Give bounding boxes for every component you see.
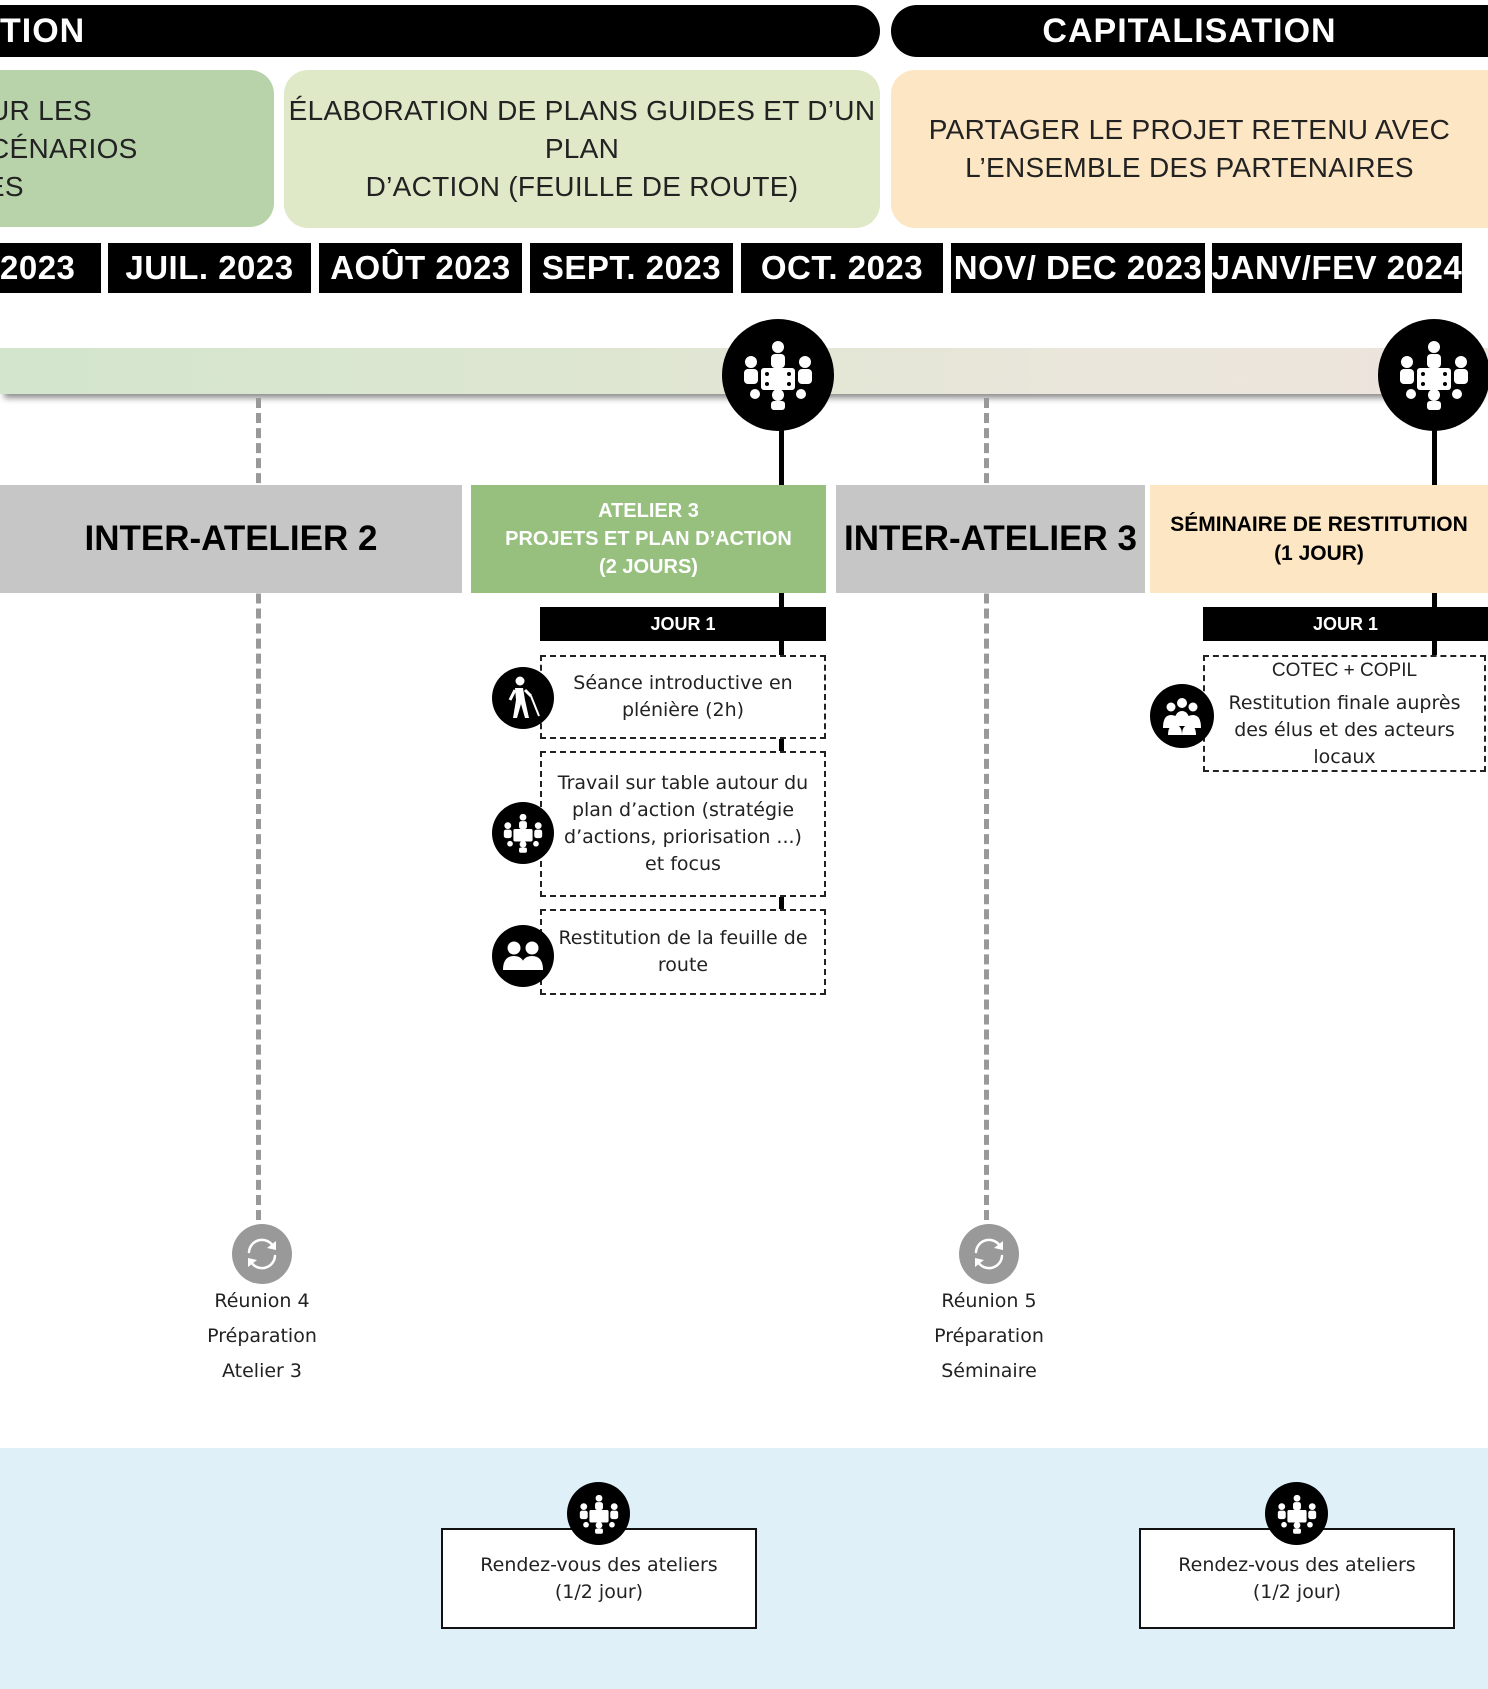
meeting-table-icon xyxy=(722,319,834,431)
atelier3-day-bar: JOUR 1 xyxy=(540,607,826,641)
section-atelier-3: ATELIER 3 PROJETS ET PLAN D’ACTION (2 JO… xyxy=(471,485,826,593)
goal-plans-guides-line2: D’ACTION (FEUILLE DE ROUTE) xyxy=(365,171,799,202)
goal-plans-guides-line1: ÉLABORATION DE PLANS GUIDES ET D’UN PLAN xyxy=(288,95,876,164)
goal-scenarios-line1: SUR LES SCÉNARIOS xyxy=(0,94,138,164)
atelier3-task-connector xyxy=(779,739,784,751)
month-jan-feb-2024: JANV/FEV 2024 xyxy=(1212,243,1462,293)
goal-scenarios: SUR LES SCÉNARIOS LES xyxy=(0,70,274,227)
month-oct-2023: OCT. 2023 xyxy=(741,243,943,293)
timeline-dashed-line-inter2 xyxy=(256,398,261,1220)
reunion-5-label: Réunion 5 Préparation Séminaire xyxy=(934,1290,1044,1382)
goal-partager: PARTAGER LE PROJET RETENU AVEC L’ENSEMBL… xyxy=(891,70,1488,228)
timeline-dashed-line-inter3 xyxy=(984,398,989,1220)
month-jun-2023: 2023 xyxy=(0,243,101,293)
atelier3-task-intro: Séance introductive en plénière (2h) xyxy=(540,655,826,739)
meeting-table-icon xyxy=(1378,319,1488,431)
phase-bar-left: TION xyxy=(0,5,880,57)
atelier3-task-table: Travail sur table autour du plan d’actio… xyxy=(540,751,826,897)
atelier3-day-connector xyxy=(779,593,784,607)
meeting-table-icon xyxy=(567,1482,630,1545)
two-people-icon xyxy=(492,925,554,987)
atelier3-task-restitution: Restitution de la feuille de route xyxy=(540,909,826,995)
section-inter-atelier-2: INTER-ATELIER 2 xyxy=(0,485,462,593)
month-jul-2023: JUIL. 2023 xyxy=(108,243,311,293)
atelier3-task-connector xyxy=(779,897,784,909)
month-sep-2023: SEPT. 2023 xyxy=(530,243,733,293)
meeting-table-icon xyxy=(492,802,554,864)
phase-label-capitalisation: CAPITALISATION xyxy=(1042,11,1337,50)
seminaire-day-connector xyxy=(1432,641,1437,655)
group-people-icon xyxy=(1150,684,1214,748)
hiker-icon xyxy=(492,667,554,729)
section-inter-atelier-3: INTER-ATELIER 3 xyxy=(836,485,1145,593)
reunion-4-label: Réunion 4 Préparation Atelier 3 xyxy=(207,1290,317,1382)
seminaire-task-body: Restitution finale auprès des élus et de… xyxy=(1228,691,1461,768)
month-aug-2023: AOÛT 2023 xyxy=(319,243,522,293)
phase-bar-capitalisation: CAPITALISATION xyxy=(891,5,1488,57)
month-nov-dec-2023: NOV/ DEC 2023 xyxy=(951,243,1205,293)
goal-scenarios-line2: LES xyxy=(0,170,24,202)
goal-plans-guides: ÉLABORATION DE PLANS GUIDES ET D’UN PLAN… xyxy=(284,70,880,228)
atelier3-day-connector xyxy=(779,641,784,655)
meeting-table-icon xyxy=(1265,1482,1328,1545)
refresh-icon xyxy=(959,1224,1019,1284)
seminaire-day-bar: JOUR 1 xyxy=(1203,607,1488,641)
refresh-icon xyxy=(232,1224,292,1284)
section-seminaire-restitution: SÉMINAIRE DE RESTITUTION (1 JOUR) xyxy=(1150,485,1488,593)
seminaire-task-title: COTEC + COPIL xyxy=(1271,659,1418,681)
phase-label-left: TION xyxy=(0,11,86,50)
goal-partager-line1: PARTAGER LE PROJET RETENU AVEC xyxy=(928,114,1451,145)
seminaire-day-connector xyxy=(1432,593,1437,607)
seminaire-task-restitution: COTEC + COPIL Restitution finale auprès … xyxy=(1203,655,1486,772)
goal-partager-line2: L’ENSEMBLE DES PARTENAIRES xyxy=(965,152,1414,183)
